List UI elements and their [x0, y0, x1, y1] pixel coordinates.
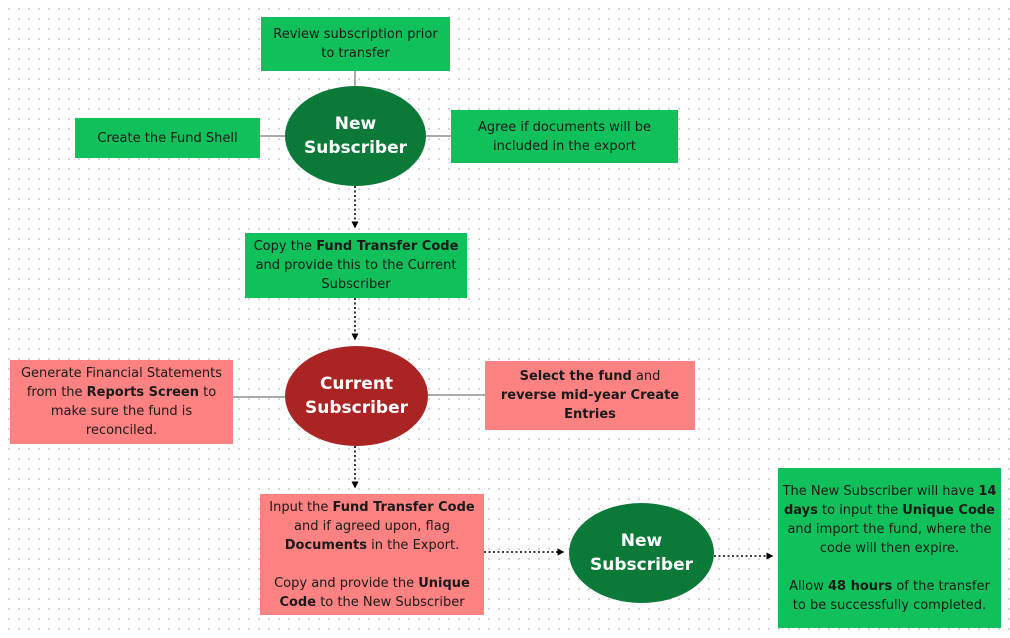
review-line-1: Review subscription prior [273, 27, 438, 42]
generate-bold: Reports Screen [86, 385, 199, 400]
generate-statements-box: Generate Financial Statements from the R… [10, 360, 233, 444]
create-shell-label: Create the Fund Shell [97, 130, 238, 146]
copy-pre: Copy the [253, 239, 317, 254]
input-post-2: to the New Subscriber [316, 594, 465, 610]
select-bold-1: Select the fund [519, 369, 632, 384]
node-top-line-2: Subscriber [303, 138, 407, 158]
select-mid: and [631, 369, 661, 384]
generate-post: to make sure the fund is reconciled. [50, 385, 217, 438]
current-line-1: Current [319, 374, 394, 394]
node-bottom-line-1: New [620, 531, 663, 551]
final-bold-3: 48 hours [828, 578, 893, 594]
final-post-2: of the transfer to be successfully compl… [792, 578, 990, 613]
select-bold-2: reverse mid-year Create Entries [500, 388, 680, 422]
agree-line-2: included in the export [492, 138, 637, 154]
copy-post: and provide this to the Current Subscrib… [255, 258, 457, 292]
new-subscriber-node-top: New Subscriber [285, 86, 426, 186]
input-mid: and if agreed upon, flag [294, 518, 450, 534]
copy-bold: Fund Transfer Code [316, 239, 459, 254]
select-fund-box: Select the fund and reverse mid-year Cre… [485, 361, 695, 430]
copy-fund-transfer-code-box: Copy the Fund Transfer Code and provide … [245, 233, 467, 298]
current-subscriber-node: Current Subscriber [285, 346, 428, 446]
final-mid: to input the [817, 502, 903, 518]
final-pre-2: Allow [789, 578, 828, 594]
final-bold-1: 14 days [783, 483, 997, 518]
agree-line-1: Agree if documents will be [478, 119, 651, 135]
input-transfer-code-box: Input the Fund Transfer Code and if agre… [260, 494, 484, 615]
current-line-2: Subscriber [304, 398, 408, 418]
node-bottom-line-2: Subscriber [589, 555, 693, 575]
final-post: and import the fund, where the code will… [787, 521, 992, 556]
input-bold-2: Documents [284, 537, 367, 553]
input-pre-2: Copy and provide the [274, 575, 419, 591]
new-subscriber-node-bottom: New Subscriber [569, 503, 714, 603]
input-pre: Input the [269, 499, 333, 515]
review-subscription-box: Review subscription prior to transfer [261, 17, 450, 71]
input-post: in the Export. [366, 537, 460, 553]
final-pre: The New Subscriber will have [782, 483, 979, 499]
input-bold-3: Unique Code [279, 575, 470, 610]
input-bold-1: Fund Transfer Code [332, 499, 475, 515]
create-fund-shell-box: Create the Fund Shell [75, 118, 260, 158]
final-instructions-box: The New Subscriber will have 14 days to … [778, 468, 1001, 628]
generate-pre: Generate Financial Statements from the [20, 366, 223, 400]
final-bold-2: Unique Code [902, 502, 995, 518]
node-top-line-1: New [334, 114, 377, 134]
agree-documents-box: Agree if documents will be included in t… [451, 110, 678, 163]
review-line-2: to transfer [321, 46, 390, 61]
